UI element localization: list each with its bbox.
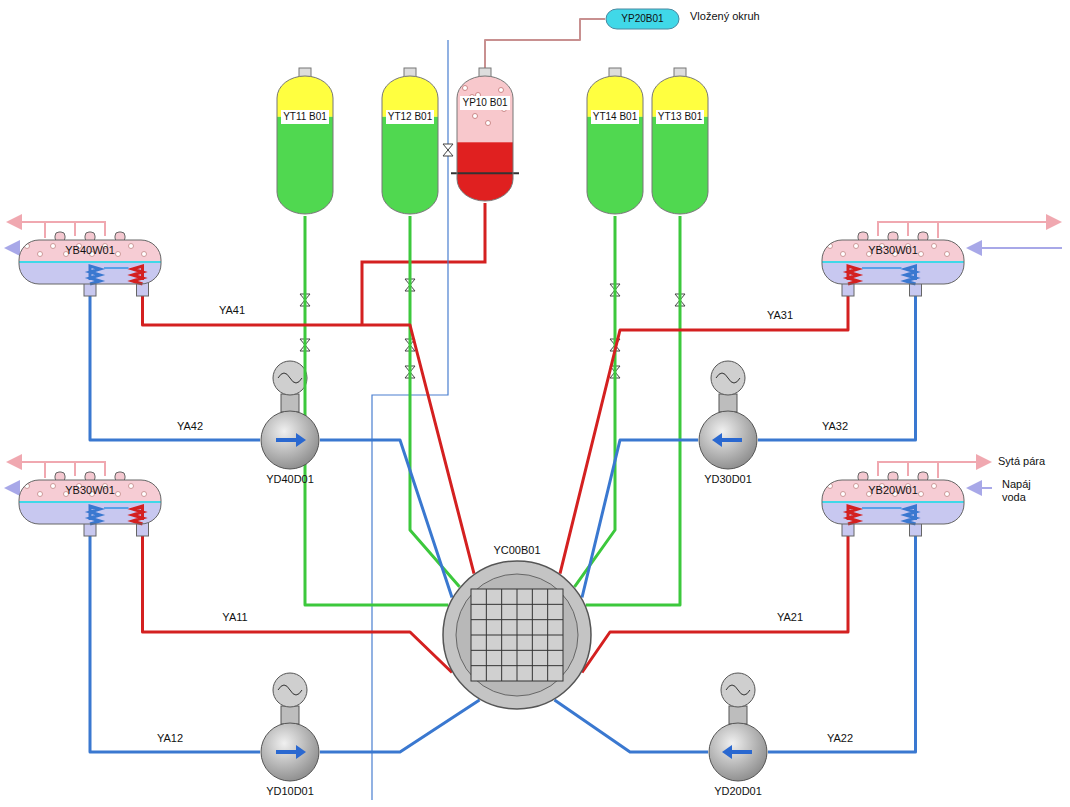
pipe-label: YA22 — [825, 732, 855, 745]
coolant-pipe — [143, 296, 475, 574]
coolant-pipe — [320, 440, 452, 598]
equipment-label: YT13 B01 — [656, 110, 704, 124]
bubbler-tank: YP20B01 — [605, 8, 680, 30]
coolant-pipe — [768, 536, 916, 752]
reactor-shape — [442, 560, 592, 710]
coolant-pipe — [90, 296, 260, 440]
reactor-vessel: YC00B01 — [442, 560, 592, 710]
pump: YD20D01 — [708, 722, 768, 782]
equipment-label: YD20D01 — [714, 785, 762, 798]
note-label: Sytá pára — [996, 455, 1047, 468]
pump-shape — [260, 410, 320, 470]
coolant-pipe — [560, 296, 848, 574]
coolant-pipe — [143, 536, 453, 673]
equipment-label: YD40D01 — [266, 473, 314, 486]
steam-generator: YB20W01 — [818, 468, 968, 536]
note-label: Napáj voda — [1000, 478, 1048, 504]
equipment-label: YT11 B01 — [281, 110, 329, 124]
equipment-label: YP10 B01 — [460, 96, 509, 110]
coolant-pipe — [305, 216, 448, 605]
equipment-label: YT12 B01 — [386, 110, 434, 124]
equipment-label: YC00B01 — [493, 544, 540, 557]
accumulator-tank: YT13 B01 — [650, 68, 710, 216]
coolant-pipe — [582, 536, 848, 673]
pump-shape — [708, 722, 768, 782]
pipe-label: YA21 — [775, 611, 805, 624]
pump: YD30D01 — [698, 410, 758, 470]
pipe-label: YA12 — [155, 732, 185, 745]
coolant-pipe — [485, 19, 605, 68]
steam-generator: YB30W01 — [15, 468, 165, 536]
coolant-pipe — [555, 700, 709, 752]
przr-shape — [455, 68, 515, 203]
tank-shape — [275, 68, 335, 216]
pump-shape — [260, 722, 320, 782]
tank-shape — [585, 68, 645, 216]
pump-shape — [698, 410, 758, 470]
sg-shape — [818, 228, 968, 296]
equipment-label: YB40W01 — [65, 244, 115, 257]
pipe-label: YA11 — [220, 611, 249, 624]
accumulator-tank: YT11 B01 — [275, 68, 335, 216]
accumulator-tank: YT14 B01 — [585, 68, 645, 216]
tank-shape — [380, 68, 440, 216]
accumulator-tank: YT12 B01 — [380, 68, 440, 216]
coolant-pipe — [582, 440, 698, 598]
equipment-label: YB30W01 — [65, 484, 115, 497]
coolant-pipe — [90, 536, 260, 752]
coolant-pipe — [575, 216, 616, 587]
coolant-pipe — [410, 216, 460, 587]
steam-generator: YB40W01 — [15, 228, 165, 296]
pipe-label: YA31 — [765, 309, 795, 322]
steam-lines — [6, 222, 1062, 488]
valve-symbol — [443, 144, 453, 156]
equipment-label: YB30W01 — [868, 244, 918, 257]
steam-generator: YB30W01 — [818, 228, 968, 296]
sg-shape — [818, 468, 968, 536]
equipment-label: YB20W01 — [868, 484, 918, 497]
tank-shape — [650, 68, 710, 216]
pump: YD10D01 — [260, 722, 320, 782]
equipment-label: YD30D01 — [704, 473, 752, 486]
equipment-label: YD10D01 — [266, 785, 314, 798]
pump: YD40D01 — [260, 410, 320, 470]
coolant-pipe — [758, 296, 916, 440]
equipment-label: YP20B01 — [621, 13, 663, 25]
equipment-label: YT14 B01 — [591, 110, 639, 124]
surge-line — [362, 203, 485, 325]
pipe-label: YA32 — [820, 420, 850, 433]
sg-shape — [15, 468, 165, 536]
note-label: Vložený okruh — [688, 10, 762, 23]
pump-motors — [273, 361, 755, 724]
pipe-label: YA42 — [175, 420, 205, 433]
sg-shape — [15, 228, 165, 296]
pipe-label: YA41 — [217, 304, 247, 317]
pressurizer: YP10 B01 — [455, 68, 515, 203]
coolant-pipe — [320, 700, 480, 752]
